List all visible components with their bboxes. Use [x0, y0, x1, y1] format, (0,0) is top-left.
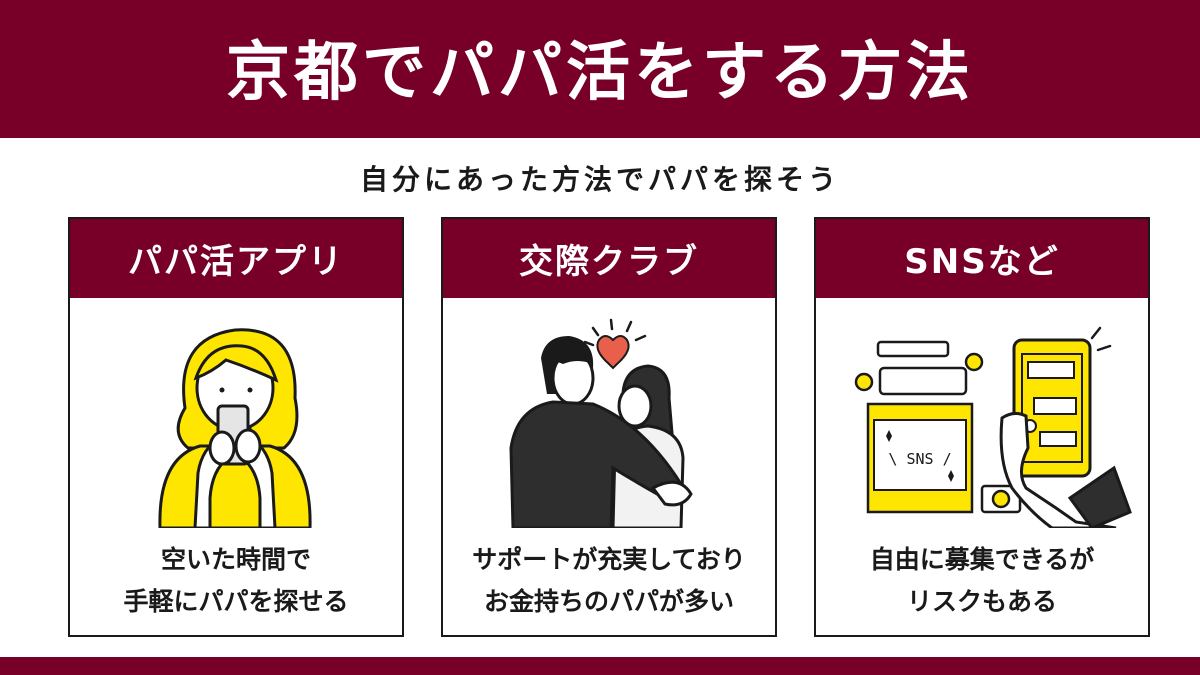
card-dating-club: 交際クラブ サポートが充実しており お金持ちのパパが多い: [441, 217, 777, 637]
card-title: 交際クラブ: [443, 219, 775, 298]
card-title: SNSなど: [816, 219, 1148, 298]
title-banner: 京都でパパ活をする方法: [0, 0, 1200, 138]
sns-screen-label: \ SNS /: [888, 450, 951, 468]
card-papa-app: パパ活アプリ 空いた時間で 手軽にパパを探せる: [68, 217, 404, 637]
bottom-bar: [0, 657, 1200, 675]
card-sns: SNSなど \ SNS / 自由に募集できるが リスクもある: [814, 217, 1150, 637]
card-description: 空いた時間で 手軽にパパを探せる: [70, 539, 402, 623]
card-description-line: 自由に募集できるが: [869, 545, 1095, 574]
card-description-line: サポートが充実しており: [472, 545, 746, 574]
card-description: 自由に募集できるが リスクもある: [816, 539, 1148, 623]
card-description-line: お金持ちのパパが多い: [483, 587, 734, 616]
card-description: サポートが充実しており お金持ちのパパが多い: [443, 539, 775, 623]
sns-illustration: \ SNS /: [854, 326, 1132, 528]
card-description-line: リスクもある: [906, 587, 1057, 616]
card-description-line: 空いた時間で: [160, 545, 311, 574]
page-title: 京都でパパ活をする方法: [226, 36, 974, 110]
woman-with-smartphone-illustration: [158, 328, 312, 528]
card-description-line: 手軽にパパを探せる: [123, 587, 349, 616]
card-title: パパ活アプリ: [70, 219, 402, 298]
couple-hugging-illustration: [509, 318, 693, 528]
subtitle: 自分にあった方法でパパを探そう: [359, 163, 840, 196]
